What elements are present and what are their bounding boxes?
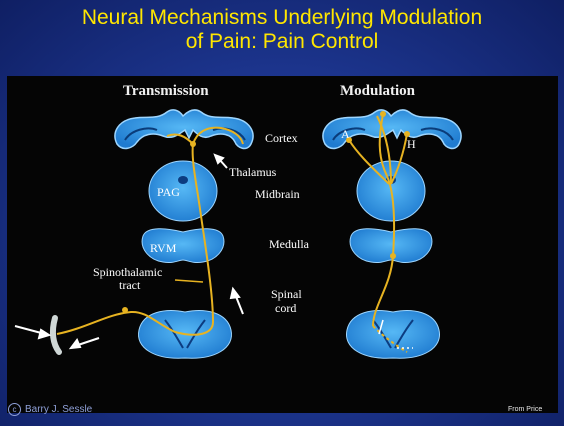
transmission-heading: Transmission — [123, 83, 209, 99]
right-spinal-cord — [346, 311, 439, 359]
h-label: H — [407, 137, 416, 151]
medulla-label: Medulla — [269, 237, 310, 251]
modulation-brain — [323, 110, 461, 358]
spinal-label-line1: Spinal — [271, 287, 302, 301]
cortex-label: Cortex — [265, 131, 298, 145]
a-label: A — [341, 127, 350, 141]
rvm-label: RVM — [150, 241, 177, 255]
spinal-label-line2: cord — [275, 301, 296, 315]
spinothalamic-label-line1: Spinothalamic — [93, 265, 162, 279]
copyright-notice: c Barry J. Sessle — [8, 403, 92, 416]
slide-title-line1: Neural Mechanisms Underlying Modulation — [0, 6, 564, 30]
slide-title-line2: of Pain: Pain Control — [0, 30, 564, 54]
modulation-heading: Modulation — [340, 83, 416, 99]
copyright-text: Barry J. Sessle — [25, 404, 92, 415]
copyright-icon: c — [8, 403, 21, 416]
transmission-brain — [115, 110, 253, 358]
pain-pathway-figure: Transmission Modulation PAG RVM — [7, 76, 558, 413]
spinothalamic-label-line2: tract — [119, 278, 141, 292]
thalamus-label: Thalamus — [229, 165, 277, 179]
source-credit: From Price — [508, 406, 542, 413]
pain-pathway-diagram: Transmission Modulation PAG RVM — [7, 76, 558, 413]
slide-title: Neural Mechanisms Underlying Modulation … — [0, 6, 564, 54]
peripheral-nerve-ending — [53, 318, 59, 352]
pag-label: PAG — [157, 185, 180, 199]
midbrain-label: Midbrain — [255, 187, 300, 201]
